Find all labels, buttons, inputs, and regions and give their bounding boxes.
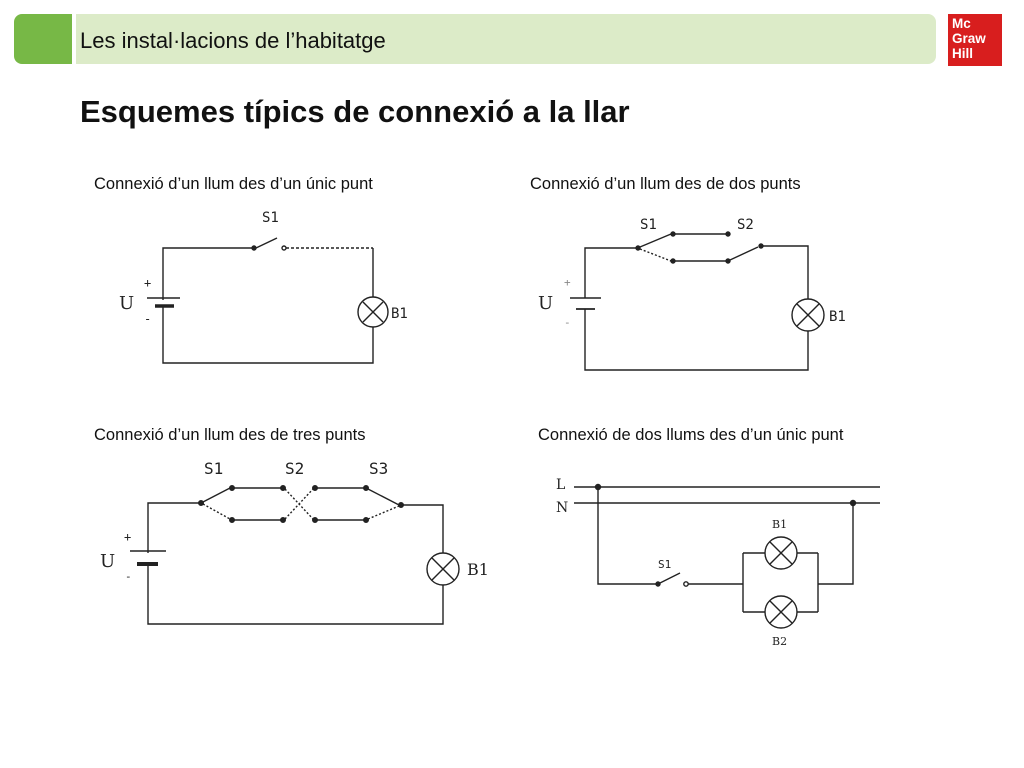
diagram-2-lamp-cross-b — [796, 303, 820, 327]
header-separator — [72, 14, 76, 64]
diagram-2-s1-blade — [639, 233, 672, 248]
publisher-logo: Mc Graw Hill — [948, 14, 1002, 66]
diagram-3-caption: Connexió d’un llum des de tres punts — [94, 426, 366, 444]
diagram-2-plus-sign: + — [564, 276, 571, 289]
diagram-3-s3-blade — [367, 488, 400, 506]
diagram-3-lamp-label: B1 — [467, 560, 489, 579]
diagram-2-circuit — [570, 231, 825, 371]
header-accent — [14, 14, 72, 64]
diagram-2-wire-bottom — [584, 309, 809, 371]
diagram-3-switch-s2-label: S2 — [285, 459, 304, 478]
diagram-3-s1-blade — [202, 487, 231, 503]
diagram-2-switch-s2-label: S2 — [737, 217, 754, 233]
diagram-2-s1-lower-contact — [670, 258, 676, 264]
diagram-4-switch-contact — [683, 581, 689, 587]
diagram-3-s2-in-lower — [280, 517, 287, 524]
diagram-1-wire-bottom — [162, 307, 374, 364]
diagram-1-wire-left — [162, 247, 252, 300]
diagram-2-s1-open-path — [639, 248, 672, 262]
diagram-3-s3-open-path — [367, 505, 400, 520]
diagram-1-lamp-cross-b — [362, 301, 384, 323]
diagram-3-s3-pivot — [398, 502, 405, 509]
diagram-3-s2-in-upper — [280, 485, 287, 492]
diagram-2-s1-pivot — [635, 245, 641, 251]
diagram-3-s1-open-path — [202, 503, 231, 520]
diagram-1-switch-contact — [281, 245, 287, 251]
logo-line-3: Hill — [952, 46, 974, 61]
diagram-3-circuit — [130, 485, 460, 625]
diagram-4-switch-blade — [659, 572, 681, 584]
diagram-2-wire-right-top — [763, 245, 809, 299]
diagram-3-plus-sign: + — [124, 530, 131, 544]
diagram-1-caption: Connexió d’un llum des d’un únic punt — [94, 175, 373, 193]
diagram-4-line-n-label: N — [556, 500, 568, 516]
diagram-3-source-label: U — [100, 551, 115, 572]
diagram-2-s2-pivot — [758, 243, 764, 249]
diagram-2-source-label: U — [538, 293, 553, 314]
diagram-2-s2-lower-contact — [725, 258, 731, 264]
diagram-3-switch-s1-label: S1 — [204, 459, 223, 478]
diagram-3-s2-out-lower — [312, 517, 319, 524]
diagram-2-switch-s1-label: S1 — [640, 217, 657, 233]
diagram-2-s2-upper-contact — [725, 231, 731, 237]
diagram-4-circuit — [574, 483, 880, 629]
diagram-4-lamp-b1-label: B1 — [772, 518, 787, 531]
diagram-2-s2-blade — [729, 246, 759, 261]
diagram-2-minus-sign: - — [564, 316, 571, 329]
header-title: Les instal·lacions de l’habitatge — [80, 28, 386, 53]
diagram-1-source-label: U — [119, 293, 134, 314]
diagram-4-lamp-b2-label: B2 — [772, 635, 787, 648]
diagram-3-switch-s3-label: S3 — [369, 459, 388, 478]
diagram-2-caption: Connexió d’un llum des de dos punts — [530, 175, 801, 193]
logo-line-2: Graw — [952, 31, 986, 46]
diagram-1-minus-sign: - — [144, 312, 151, 326]
logo-line-1: Mc — [952, 16, 971, 31]
diagram-1-plus-sign: + — [144, 276, 151, 290]
diagram-3-wire-left — [147, 502, 199, 553]
diagram-3-s3-upper-contact — [363, 485, 370, 492]
diagram-3-s3-lower-contact — [363, 517, 370, 524]
diagram-3-s1-lower-contact — [228, 517, 235, 524]
header-bar — [14, 14, 936, 64]
header-background — [76, 14, 936, 64]
diagram-4-switch-label: S1 — [658, 558, 671, 571]
diagram-4-b2-cross-b — [769, 600, 793, 624]
diagram-4-b1-cross-b — [769, 541, 793, 565]
diagram-4-caption: Connexió de dos llums des d’un únic punt — [538, 426, 844, 444]
diagram-3-s1-pivot — [197, 500, 204, 507]
diagram-3-s2-cross-b — [284, 488, 314, 520]
diagram-4-switch-pivot — [655, 581, 661, 587]
diagram-3-s2-out-upper — [312, 485, 319, 492]
diagram-1-switch-pivot — [251, 245, 257, 251]
diagram-1-circuit — [147, 237, 389, 364]
diagram-1-switch-blade — [255, 237, 278, 249]
diagram-3-wire-bottom — [147, 565, 444, 625]
diagram-4-wire-right — [818, 503, 854, 585]
diagram-3-lamp-cross-b — [431, 557, 455, 581]
diagram-4-line-l-label: L — [556, 477, 565, 493]
diagram-3-wire-right-top — [403, 504, 444, 553]
diagram-2-s1-upper-contact — [670, 231, 676, 237]
page-title: Esquemes típics de connexió a la llar — [80, 94, 630, 129]
diagram-2-lamp-label: B1 — [829, 309, 846, 325]
diagram-3-minus-sign: - — [125, 570, 132, 583]
diagram-2-wire-left — [584, 247, 636, 298]
diagram-1-lamp-label: B1 — [391, 306, 408, 322]
diagram-1-switch-label: S1 — [262, 210, 279, 226]
diagram-3-s1-upper-contact — [228, 485, 235, 492]
diagram-4-wire-left — [597, 487, 656, 585]
